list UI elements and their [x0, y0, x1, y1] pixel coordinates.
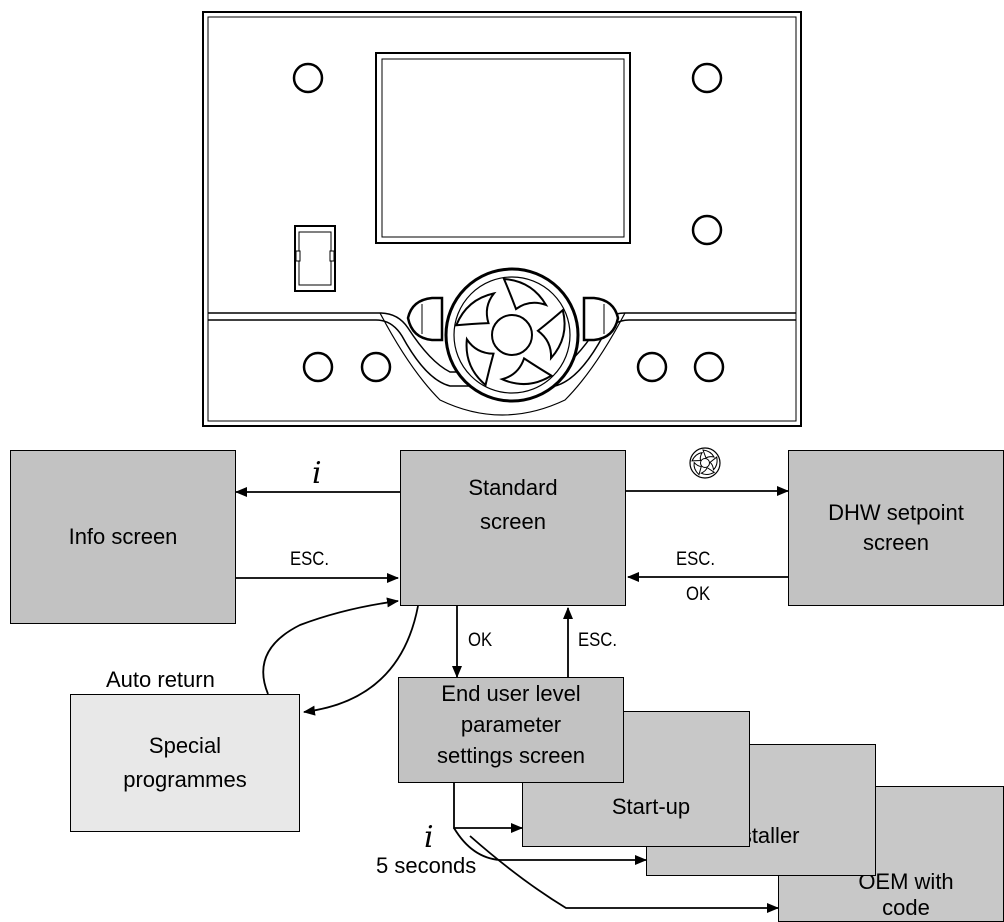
panel-button [691, 214, 723, 246]
arrow-enduser-to-installer [453, 827, 647, 865]
esc-key [406, 296, 444, 342]
auto-return-label: Auto return [106, 667, 215, 692]
dhw-setpoint-screen-box: DHW setpoint screen [788, 450, 1004, 606]
panel-button [691, 62, 723, 94]
arrow-enduser-to-startup [453, 783, 523, 833]
end-user-parameter-screen-box: End user level parameter settings screen [398, 677, 624, 783]
ok-label-down: OK [468, 630, 493, 651]
special-programmes-label: Special programmes [123, 733, 247, 792]
special-programmes-box: Special programmes [70, 694, 300, 832]
arrow-standard-to-special [303, 605, 419, 716]
esc-label-left: ESC. [290, 549, 330, 570]
panel-button [693, 351, 725, 383]
panel-button [302, 351, 334, 383]
info-key-label: i [312, 456, 322, 491]
info-key-label-bottom: i [424, 820, 434, 855]
end-user-parameter-screen-label: End user level parameter settings screen [437, 681, 585, 768]
five-seconds-label: 5 seconds [376, 853, 477, 878]
panel-button [636, 351, 668, 383]
info-screen-label: Info screen [68, 524, 178, 549]
ok-key [582, 296, 620, 342]
rotary-dial [444, 267, 580, 403]
arrow-enduser-to-oem [469, 835, 779, 913]
standard-screen-label: Standard screen [468, 475, 558, 534]
panel-button [292, 62, 324, 94]
ok-label-right: OK [686, 584, 711, 605]
rotary-dial-icon [689, 447, 721, 479]
panel-button [360, 351, 392, 383]
standard-screen-box: Standard screen [400, 450, 626, 606]
startup-screen-label: Start-up [611, 794, 691, 819]
info-screen-box: Info screen [10, 450, 236, 624]
arrow-special-to-standard [262, 597, 399, 695]
esc-label-right: ESC. [676, 549, 716, 570]
oem-screen-label: OEM with code [858, 869, 954, 920]
esc-label-up: ESC. [578, 630, 618, 651]
dhw-setpoint-screen-label: DHW setpoint screen [828, 500, 964, 555]
